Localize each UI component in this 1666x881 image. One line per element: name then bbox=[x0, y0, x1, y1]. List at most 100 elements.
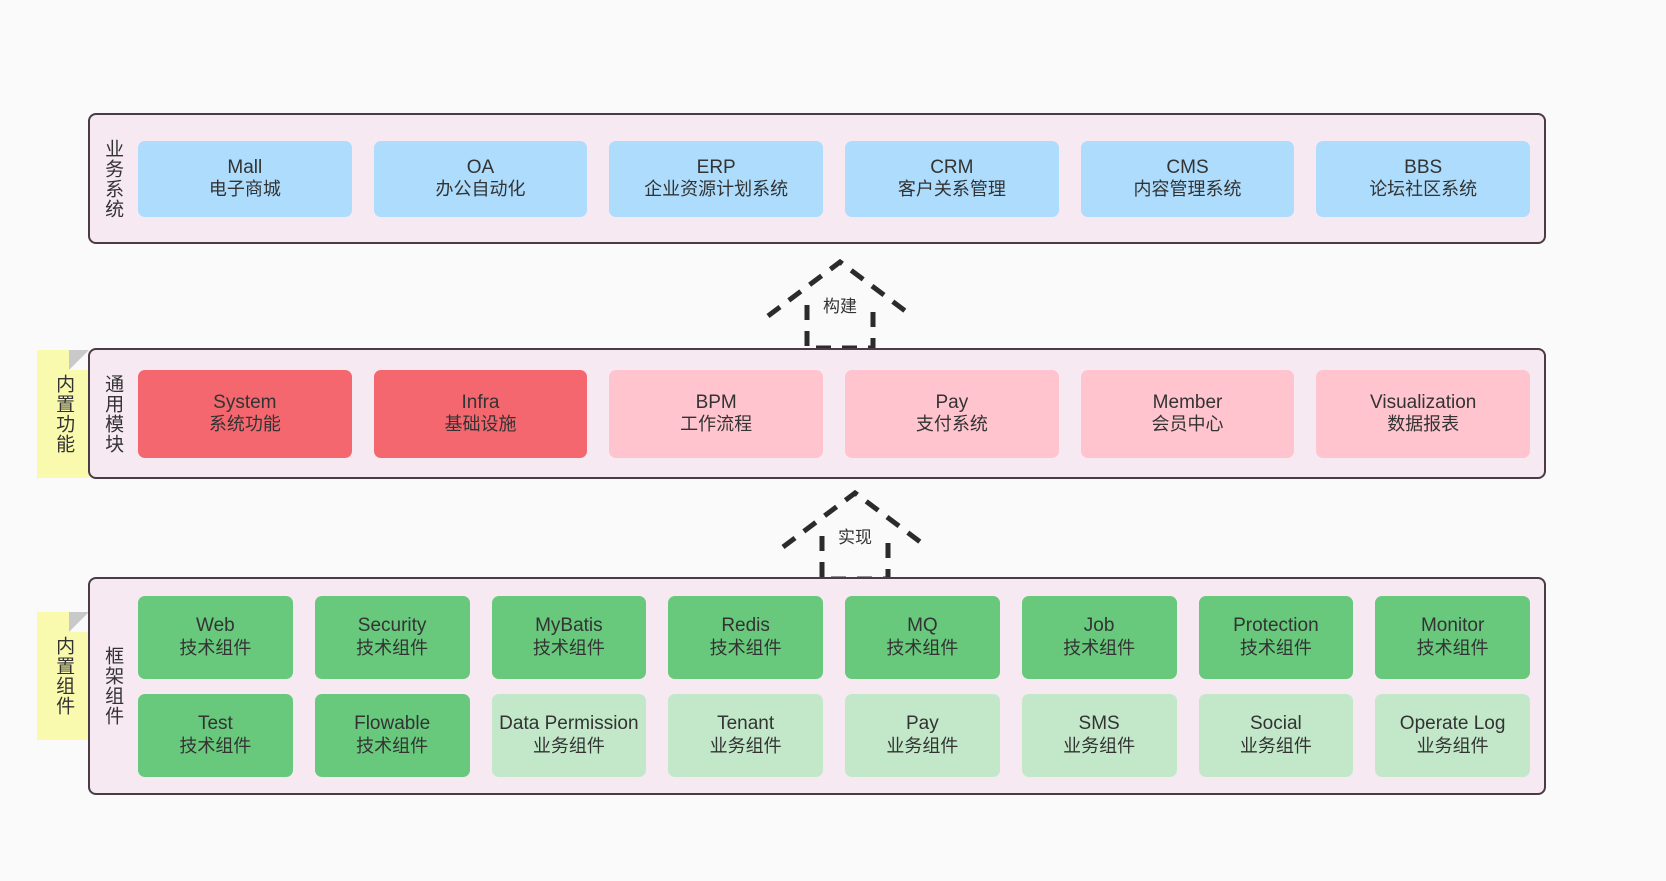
box-subtitle: 基础设施 bbox=[444, 414, 517, 435]
box-name: BPM bbox=[695, 391, 737, 413]
common-module-pay[interactable]: Pay 支付系统 bbox=[845, 369, 1059, 458]
box-subtitle: 工作流程 bbox=[680, 414, 753, 435]
dashed-hollow-arrow-up-icon bbox=[766, 258, 914, 351]
framework-component-sms[interactable]: SMS 业务组件 bbox=[1021, 693, 1177, 777]
box-name: CRM bbox=[930, 156, 974, 178]
business-system-crm[interactable]: CRM 客户关系管理 bbox=[845, 140, 1059, 217]
framework-component-test[interactable]: Test 技术组件 bbox=[138, 693, 293, 777]
business-system-cms[interactable]: CMS 内容管理系统 bbox=[1080, 140, 1295, 217]
sticky-note-builtin-component: 内置组件 bbox=[37, 612, 89, 740]
box-subtitle: 技术组件 bbox=[179, 735, 252, 756]
box-subtitle: 业务组件 bbox=[1063, 735, 1136, 756]
box-name: Job bbox=[1083, 615, 1115, 637]
box-subtitle: 内容管理系统 bbox=[1133, 179, 1242, 200]
framework-component-pay[interactable]: Pay 业务组件 bbox=[845, 693, 1000, 777]
box-name: Redis bbox=[721, 615, 770, 637]
box-subtitle: 支付系统 bbox=[915, 414, 988, 435]
connector-implement: 实现 bbox=[775, 487, 935, 583]
framework-component-protection[interactable]: Protection 技术组件 bbox=[1198, 595, 1354, 679]
connector-build-label: 构建 bbox=[823, 297, 857, 316]
box-name: Monitor bbox=[1420, 615, 1485, 637]
box-name: MyBatis bbox=[535, 615, 603, 637]
box-name: Member bbox=[1152, 391, 1223, 413]
sticky-note-builtin-function: 内置功能 bbox=[37, 350, 89, 478]
box-name: Tenant bbox=[717, 713, 775, 735]
box-name: Visualization bbox=[1370, 391, 1477, 413]
box-subtitle: 电子商城 bbox=[208, 179, 281, 200]
common-module-system[interactable]: System 系统功能 bbox=[138, 369, 352, 458]
box-name: Security bbox=[357, 615, 427, 637]
box-subtitle: 技术组件 bbox=[532, 637, 605, 658]
box-name: Pay bbox=[906, 713, 939, 735]
box-name: BBS bbox=[1404, 156, 1443, 178]
box-subtitle: 业务组件 bbox=[709, 735, 782, 756]
framework-component-security[interactable]: Security 技术组件 bbox=[314, 595, 470, 679]
box-name: Operate Log bbox=[1399, 713, 1506, 735]
box-subtitle: 技术组件 bbox=[886, 637, 959, 658]
box-subtitle: 办公自动化 bbox=[435, 179, 526, 200]
layer-common-modules: 通用模块 System 系统功能 Infra 基础设施 BPM 工作流程 Pay… bbox=[88, 348, 1546, 479]
box-subtitle: 企业资源计划系统 bbox=[644, 179, 789, 200]
box-subtitle: 业务组件 bbox=[532, 735, 605, 756]
box-name: CMS bbox=[1166, 156, 1209, 178]
box-subtitle: 系统功能 bbox=[208, 414, 281, 435]
box-subtitle: 技术组件 bbox=[1063, 637, 1136, 658]
common-module-infra[interactable]: Infra 基础设施 bbox=[373, 369, 588, 458]
framework-tech-row: Web 技术组件 Security 技术组件 MyBatis 技术组件 Redi… bbox=[138, 595, 1530, 679]
common-module-member[interactable]: Member 会员中心 bbox=[1080, 369, 1295, 458]
box-name: ERP bbox=[696, 156, 736, 178]
box-subtitle: 技术组件 bbox=[1239, 637, 1312, 658]
box-name: Test bbox=[197, 713, 233, 735]
box-subtitle: 数据报表 bbox=[1387, 414, 1460, 435]
layer-business-systems-body: Mall 电子商城 OA 办公自动化 ERP 企业资源计划系统 CRM 客户关系… bbox=[134, 115, 1544, 242]
business-system-oa[interactable]: OA 办公自动化 bbox=[373, 140, 588, 217]
box-name: Infra bbox=[461, 391, 500, 413]
sticky-note-label: 内置功能 bbox=[53, 374, 75, 454]
layer-framework-components-title: 框架组件 bbox=[102, 646, 124, 726]
box-subtitle: 技术组件 bbox=[179, 637, 252, 658]
layer-common-modules-body: System 系统功能 Infra 基础设施 BPM 工作流程 Pay 支付系统… bbox=[134, 350, 1544, 477]
connector-build: 构建 bbox=[760, 256, 920, 352]
common-module-bpm[interactable]: BPM 工作流程 bbox=[609, 369, 824, 458]
box-name: Data Permission bbox=[499, 713, 639, 735]
layer-business-systems-title: 业务系统 bbox=[102, 138, 124, 219]
box-name: SMS bbox=[1078, 713, 1120, 735]
box-subtitle: 技术组件 bbox=[709, 637, 782, 658]
box-name: Social bbox=[1250, 713, 1302, 735]
framework-component-mybatis[interactable]: MyBatis 技术组件 bbox=[491, 595, 647, 679]
sticky-note-label: 内置组件 bbox=[53, 636, 75, 716]
box-name: Mall bbox=[227, 156, 263, 178]
box-name: Protection bbox=[1233, 615, 1319, 637]
framework-component-social[interactable]: Social 业务组件 bbox=[1198, 693, 1354, 777]
common-modules-row: System 系统功能 Infra 基础设施 BPM 工作流程 Pay 支付系统… bbox=[138, 369, 1531, 458]
box-name: System bbox=[213, 391, 277, 413]
layer-common-modules-title: 通用模块 bbox=[102, 373, 124, 454]
layer-framework-components: 框架组件 Web 技术组件 Security 技术组件 MyBatis 技术组件… bbox=[88, 577, 1546, 795]
dashed-hollow-arrow-up-icon bbox=[781, 489, 929, 582]
framework-component-flowable[interactable]: Flowable 技术组件 bbox=[314, 693, 470, 777]
box-name: OA bbox=[466, 156, 495, 178]
framework-business-row: Test 技术组件 Flowable 技术组件 Data Permission … bbox=[138, 693, 1530, 777]
box-name: Flowable bbox=[354, 713, 431, 735]
framework-component-redis[interactable]: Redis 技术组件 bbox=[668, 595, 823, 679]
connector-implement-label: 实现 bbox=[838, 528, 872, 547]
box-subtitle: 业务组件 bbox=[1239, 735, 1312, 756]
framework-component-monitor[interactable]: Monitor 技术组件 bbox=[1375, 595, 1530, 679]
box-subtitle: 论坛社区系统 bbox=[1369, 179, 1478, 200]
business-system-bbs[interactable]: BBS 论坛社区系统 bbox=[1316, 140, 1531, 217]
business-system-mall[interactable]: Mall 电子商城 bbox=[138, 140, 352, 217]
framework-component-data-permission[interactable]: Data Permission 业务组件 bbox=[491, 693, 647, 777]
framework-component-operate-log[interactable]: Operate Log 业务组件 bbox=[1375, 693, 1530, 777]
common-module-visualization[interactable]: Visualization 数据报表 bbox=[1316, 369, 1531, 458]
business-systems-row: Mall 电子商城 OA 办公自动化 ERP 企业资源计划系统 CRM 客户关系… bbox=[138, 140, 1531, 217]
box-subtitle: 技术组件 bbox=[356, 637, 429, 658]
box-subtitle: 技术组件 bbox=[1416, 637, 1489, 658]
framework-component-mq[interactable]: MQ 技术组件 bbox=[845, 595, 1000, 679]
framework-component-web[interactable]: Web 技术组件 bbox=[138, 595, 293, 679]
framework-component-job[interactable]: Job 技术组件 bbox=[1021, 595, 1177, 679]
box-subtitle: 会员中心 bbox=[1151, 414, 1224, 435]
framework-component-tenant[interactable]: Tenant 业务组件 bbox=[668, 693, 823, 777]
layer-framework-components-body: Web 技术组件 Security 技术组件 MyBatis 技术组件 Redi… bbox=[134, 579, 1544, 793]
business-system-erp[interactable]: ERP 企业资源计划系统 bbox=[609, 140, 824, 217]
